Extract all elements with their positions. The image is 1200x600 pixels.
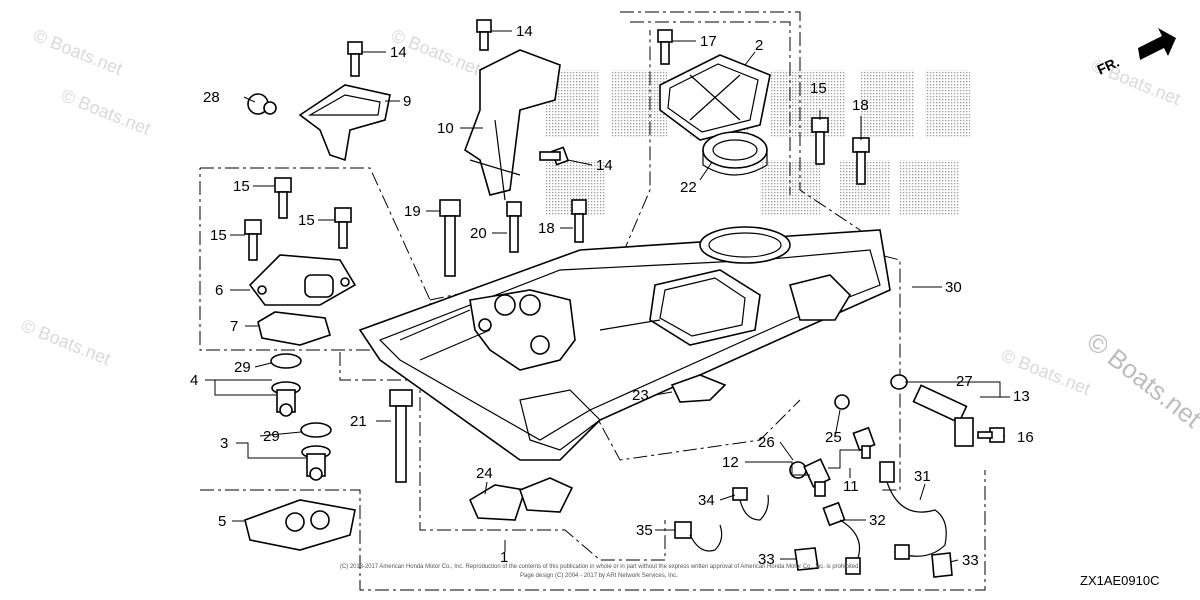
callout-10: 10 <box>437 120 454 137</box>
callout-28: 28 <box>203 89 220 106</box>
bolt-15a <box>274 177 292 219</box>
callout-6: 6 <box>215 282 223 299</box>
sensor-part-12 <box>803 458 831 497</box>
clip-part-33b <box>931 552 953 578</box>
callout-33b: 33 <box>962 552 979 569</box>
callout-20: 20 <box>470 225 487 242</box>
callout-15d: 15 <box>810 80 827 97</box>
watermark-text-large: © Boats.net <box>1081 326 1200 434</box>
watermark-text: © Boats.net <box>59 85 154 139</box>
bracket-part-9 <box>298 84 391 162</box>
harness-part-34 <box>732 487 769 521</box>
callout-35: 35 <box>636 522 653 539</box>
callout-14b: 14 <box>516 23 533 40</box>
callout-labels: 1 2 3 4 5 6 7 9 10 11 12 13 14 14 14 15 … <box>190 23 1034 569</box>
callout-5: 5 <box>218 513 226 530</box>
thermostat-part-4 <box>271 381 301 417</box>
callout-30: 30 <box>945 279 962 296</box>
callout-9: 9 <box>403 93 411 110</box>
callout-3: 3 <box>220 435 228 452</box>
callout-18b: 18 <box>852 97 869 114</box>
bolt-18a <box>571 199 587 243</box>
bolt-14a <box>347 41 363 77</box>
bolt-21 <box>389 389 413 483</box>
diagram-code: ZX1AE0910C <box>1080 573 1160 588</box>
callout-29b: 29 <box>263 428 280 445</box>
sensor-part-11 <box>834 394 876 459</box>
callout-11: 11 <box>843 478 859 495</box>
callout-19: 19 <box>404 203 421 220</box>
callout-34: 34 <box>698 492 715 509</box>
callout-13: 13 <box>1013 388 1030 405</box>
callout-27: 27 <box>956 373 973 390</box>
thermostat-cover-part-6 <box>248 254 357 306</box>
harness-part-31 <box>879 461 947 560</box>
intake-manifold-part-1 <box>358 226 891 461</box>
bolt-15d <box>811 117 829 165</box>
callout-15b: 15 <box>210 227 227 244</box>
cover-part-2 <box>659 54 771 141</box>
harness-part-35 <box>674 521 723 552</box>
bolt-15b <box>244 219 262 261</box>
watermark-text: © Boats.net <box>19 315 114 369</box>
gasket-part-24 <box>468 477 574 521</box>
thermostat-part-3 <box>301 445 331 481</box>
callout-1: 1 <box>500 549 508 566</box>
bolts <box>244 19 1005 483</box>
seal-ring-part-29a <box>270 353 302 369</box>
callout-4: 4 <box>190 372 198 389</box>
oil-seal-part-22 <box>702 131 768 176</box>
leader-lines <box>205 30 1010 563</box>
callout-24: 24 <box>476 465 493 482</box>
plate-part-5 <box>244 499 356 551</box>
callout-2: 2 <box>755 37 763 54</box>
callout-15a: 15 <box>233 178 250 195</box>
gasket-part-23 <box>670 374 727 403</box>
watermark-text: © Boats.net <box>31 25 126 79</box>
clip-part-33a <box>794 547 819 571</box>
callout-12: 12 <box>722 454 739 471</box>
callout-26: 26 <box>758 434 775 451</box>
harness-part-32 <box>822 501 861 575</box>
callout-14c: 14 <box>596 157 613 174</box>
callout-18a: 18 <box>538 220 555 237</box>
clip-part-28 <box>247 93 277 115</box>
callout-33a: 33 <box>758 551 775 568</box>
washer-part-27 <box>890 374 908 390</box>
bolt-16 <box>977 427 1005 443</box>
callout-23: 23 <box>632 387 649 404</box>
copyright-line-1: (C) 2013-2017 American Honda Motor Co., … <box>340 564 860 570</box>
bolt-17 <box>657 29 673 65</box>
callout-16: 16 <box>1017 429 1034 446</box>
bolt-18b <box>852 137 870 185</box>
bracket-part-10 <box>464 49 561 201</box>
callout-25: 25 <box>825 429 842 446</box>
bolt-19 <box>439 199 461 277</box>
callout-14a: 14 <box>390 44 407 61</box>
callout-15c: 15 <box>298 212 315 229</box>
callout-32: 32 <box>869 512 886 529</box>
callout-22: 22 <box>680 179 697 196</box>
sensor-part-13 <box>912 384 974 447</box>
seal-ring-part-29b <box>300 422 332 438</box>
bolt-14c <box>539 146 570 166</box>
copyright-line-2: Page design (C) 2004 - 2017 by ARI Netwo… <box>520 573 678 579</box>
bolt-20 <box>506 201 522 253</box>
callout-29a: 29 <box>234 359 251 376</box>
callout-31: 31 <box>914 468 931 485</box>
callout-17: 17 <box>700 33 717 50</box>
bolt-15c <box>334 207 352 249</box>
callout-7: 7 <box>230 318 238 335</box>
bolt-14b <box>476 19 492 51</box>
group-frames <box>199 11 986 591</box>
gasket-part-7 <box>257 311 331 346</box>
callout-21: 21 <box>350 413 367 430</box>
